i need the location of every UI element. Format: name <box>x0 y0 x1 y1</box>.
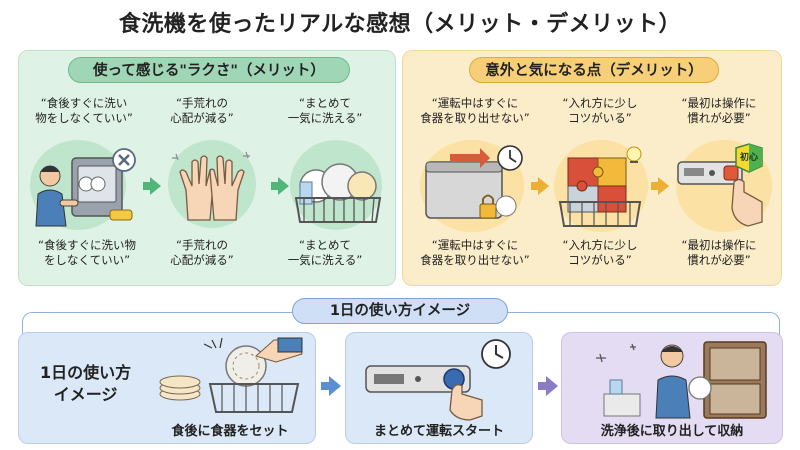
usage-step-1-label: 食後に食器をセット <box>171 424 289 439</box>
usage-step-3-label: 洗浄後に取り出して収納 <box>600 424 744 439</box>
usage-arrow-2 <box>538 376 558 396</box>
control-panel-icon <box>677 161 763 227</box>
page-title: 食洗機を使ったリアルな感想（メリット・デメリット） <box>118 12 682 37</box>
merit-quote-bottom-3: “まとめて 一気に洗える” <box>287 238 363 267</box>
dishwasher-loading-icon <box>35 148 136 227</box>
store-dishes-icon <box>596 341 767 419</box>
merit-header: 使って感じる"ラクさ"（メリット） <box>68 57 350 83</box>
merit-arrow-1 <box>143 177 161 195</box>
demerit-quote-bottom-2: “入れ方に少し コツがいる” <box>562 238 638 267</box>
dish-rack-icon <box>294 163 382 223</box>
start-button-icon <box>365 339 511 421</box>
merit-quote-top-2: “手荒れの 心配が減る” <box>170 96 234 125</box>
locked-dishwasher-icon <box>425 145 523 219</box>
demerit-quote-top-1: “運転中はすぐに 食器を取り出せない” <box>420 96 530 125</box>
merit-arrow-2 <box>271 177 289 195</box>
demerit-header: 意外と気になる点（デメリット） <box>469 57 719 83</box>
merit-quote-top-3: “まとめて 一気に洗える” <box>287 96 363 125</box>
merit-quote-bottom-2: “手荒れの 心配が減る” <box>170 238 234 267</box>
demerit-quote-bottom-1: “運転中はすぐに 食器を取り出せない” <box>420 238 530 267</box>
demerit-quote-bottom-3: “最初は操作に 慣れが必要” <box>681 238 757 267</box>
beginner-badge-text: 初心 <box>739 153 758 163</box>
demerit-arrow-1 <box>531 177 549 195</box>
usage-arrow-1 <box>321 376 341 396</box>
usage-side-label: 1日の使い方 イメージ <box>40 363 132 404</box>
merit-quote-top-1: “食後すぐに洗い 物をしなくていい” <box>35 96 133 125</box>
demerit-quote-top-3: “最初は操作に 慣れが必要” <box>681 96 757 125</box>
demerit-quote-top-2: “入れ方に少し コツがいる” <box>562 96 638 125</box>
hands-icon <box>172 151 250 221</box>
usage-step-2-label: まとめて運転スタート <box>373 424 504 439</box>
puzzle-icon <box>558 146 642 227</box>
beginner-badge-icon <box>735 143 763 173</box>
merit-quote-bottom-1: “食後すぐに洗い物 をしなくていい” <box>38 238 136 267</box>
usage-header: 1日の使い方イメージ <box>292 298 508 324</box>
load-dishes-icon <box>159 337 303 413</box>
demerit-arrow-2 <box>651 177 669 195</box>
